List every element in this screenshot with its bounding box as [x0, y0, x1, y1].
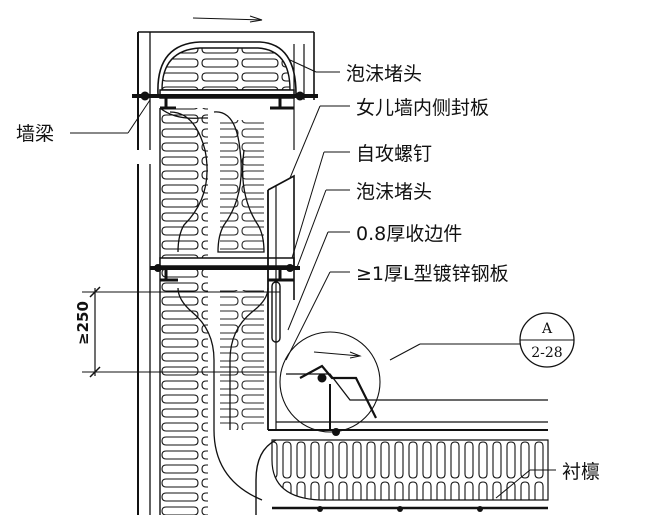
detail-ref-id: A	[541, 321, 553, 337]
detail-callout-circle	[279, 331, 381, 433]
label-self-tapping-screw: 自攻螺钉	[356, 143, 432, 165]
slope-arrow-top	[192, 15, 263, 23]
detail-ref-sheet: 2-28	[531, 345, 562, 361]
roof-insulation	[271, 439, 549, 512]
label-foam-plug-top: 泡沫堵头	[346, 63, 422, 85]
outer-insulation	[159, 107, 208, 515]
label-edge-trim: 0.8厚收边件	[356, 223, 462, 245]
leader-lines	[70, 59, 556, 499]
label-foam-plug-mid: 泡沫堵头	[356, 181, 432, 203]
label-parapet-inner-panel: 女儿墙内侧封板	[356, 97, 489, 119]
dimension-250	[82, 286, 280, 378]
upper-purlin	[132, 89, 318, 110]
label-wall-beam: 墙梁	[16, 123, 54, 145]
dimension-label: ≥250	[74, 301, 92, 345]
top-cap-insulation	[157, 41, 297, 95]
edge-trim	[267, 174, 295, 430]
detail-reference: A 2-28	[519, 312, 575, 368]
outer-wall	[137, 31, 315, 515]
label-purlin-liner: 衬檩	[562, 461, 600, 483]
inner-insulation	[169, 111, 269, 501]
label-l-plate: ≥1厚L型镀锌钢板	[356, 263, 509, 285]
